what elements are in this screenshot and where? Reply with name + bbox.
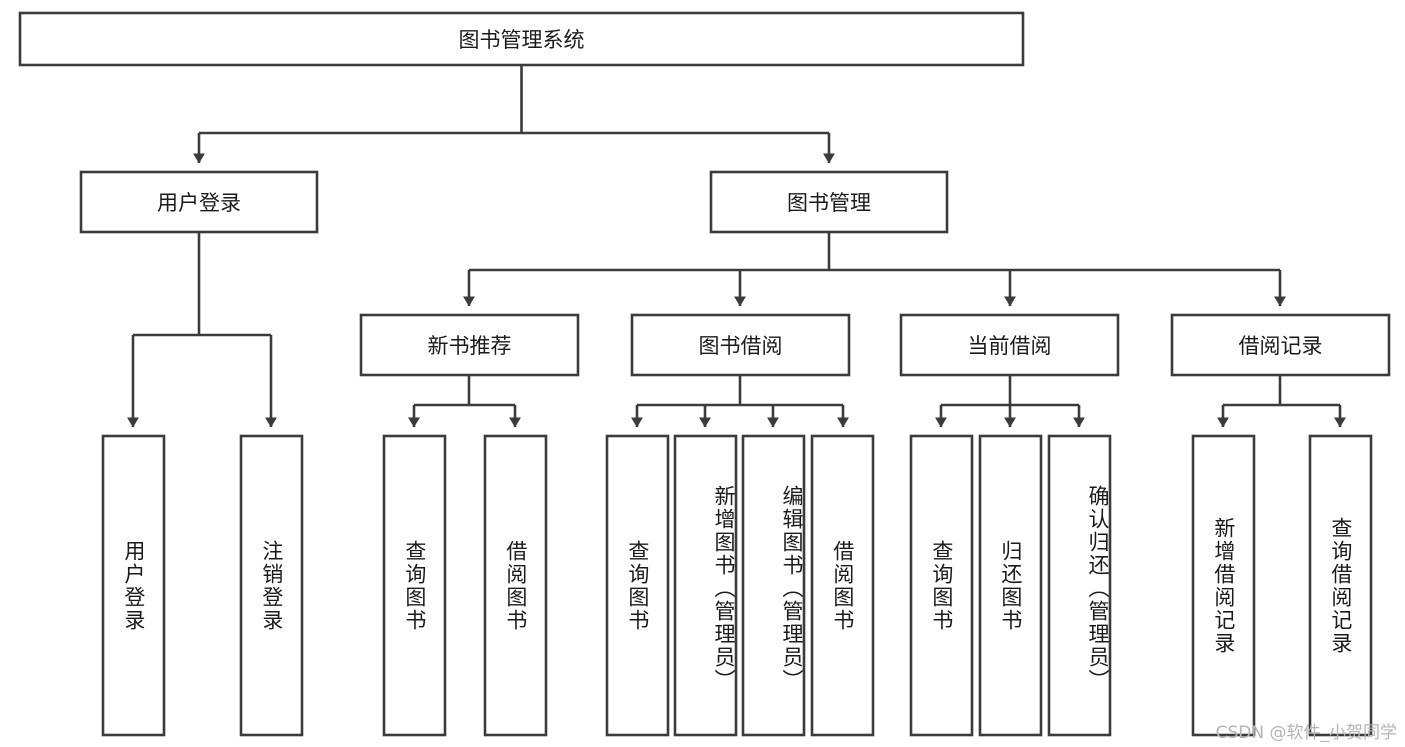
node-leaf-cur-confirm-box[interactable] — [1047, 434, 1112, 737]
node-leaf-rec-query-box[interactable] — [1308, 434, 1373, 737]
node-root-label: 图书管理系统 — [459, 28, 585, 52]
node-records-box[interactable] — [1170, 313, 1391, 377]
node-leaf-user-login-box[interactable] — [101, 434, 166, 737]
node-bookmgmt-label: 图书管理 — [787, 191, 871, 215]
node-bookmgmt-box[interactable] — [709, 170, 949, 234]
node-leaf-nb-query-box[interactable] — [382, 434, 447, 737]
node-leaf-br-add-box[interactable] — [673, 434, 738, 737]
node-leaf-nb-borrow-box[interactable] — [483, 434, 548, 737]
node-leaf-br-borrow-box[interactable] — [810, 434, 875, 737]
node-leaf-logout-box[interactable] — [239, 434, 304, 737]
node-newbook-label: 新书推荐 — [428, 334, 512, 358]
node-login-box[interactable] — [79, 170, 319, 234]
connector-layer — [127, 65, 1346, 428]
node-newbook-box[interactable] — [359, 313, 580, 377]
node-records-label: 借阅记录 — [1239, 334, 1323, 358]
node-leaf-cur-query-box[interactable] — [909, 434, 974, 737]
node-current-box[interactable] — [899, 313, 1120, 377]
node-leaf-br-edit-box[interactable] — [741, 434, 806, 737]
node-root-box[interactable] — [18, 11, 1025, 67]
node-layer: 图书管理系统 用户登录 图书管理 新书推荐 图书借阅 当前借阅 借阅记录 — [18, 11, 1391, 737]
node-borrow-box[interactable] — [630, 313, 851, 377]
node-current-label: 当前借阅 — [968, 334, 1052, 358]
node-leaf-br-query-box[interactable] — [605, 434, 670, 737]
node-borrow-label: 图书借阅 — [699, 334, 783, 358]
node-login-label: 用户登录 — [157, 191, 241, 215]
node-leaf-cur-return-box[interactable] — [978, 434, 1043, 737]
node-leaf-rec-add-box[interactable] — [1191, 434, 1256, 737]
